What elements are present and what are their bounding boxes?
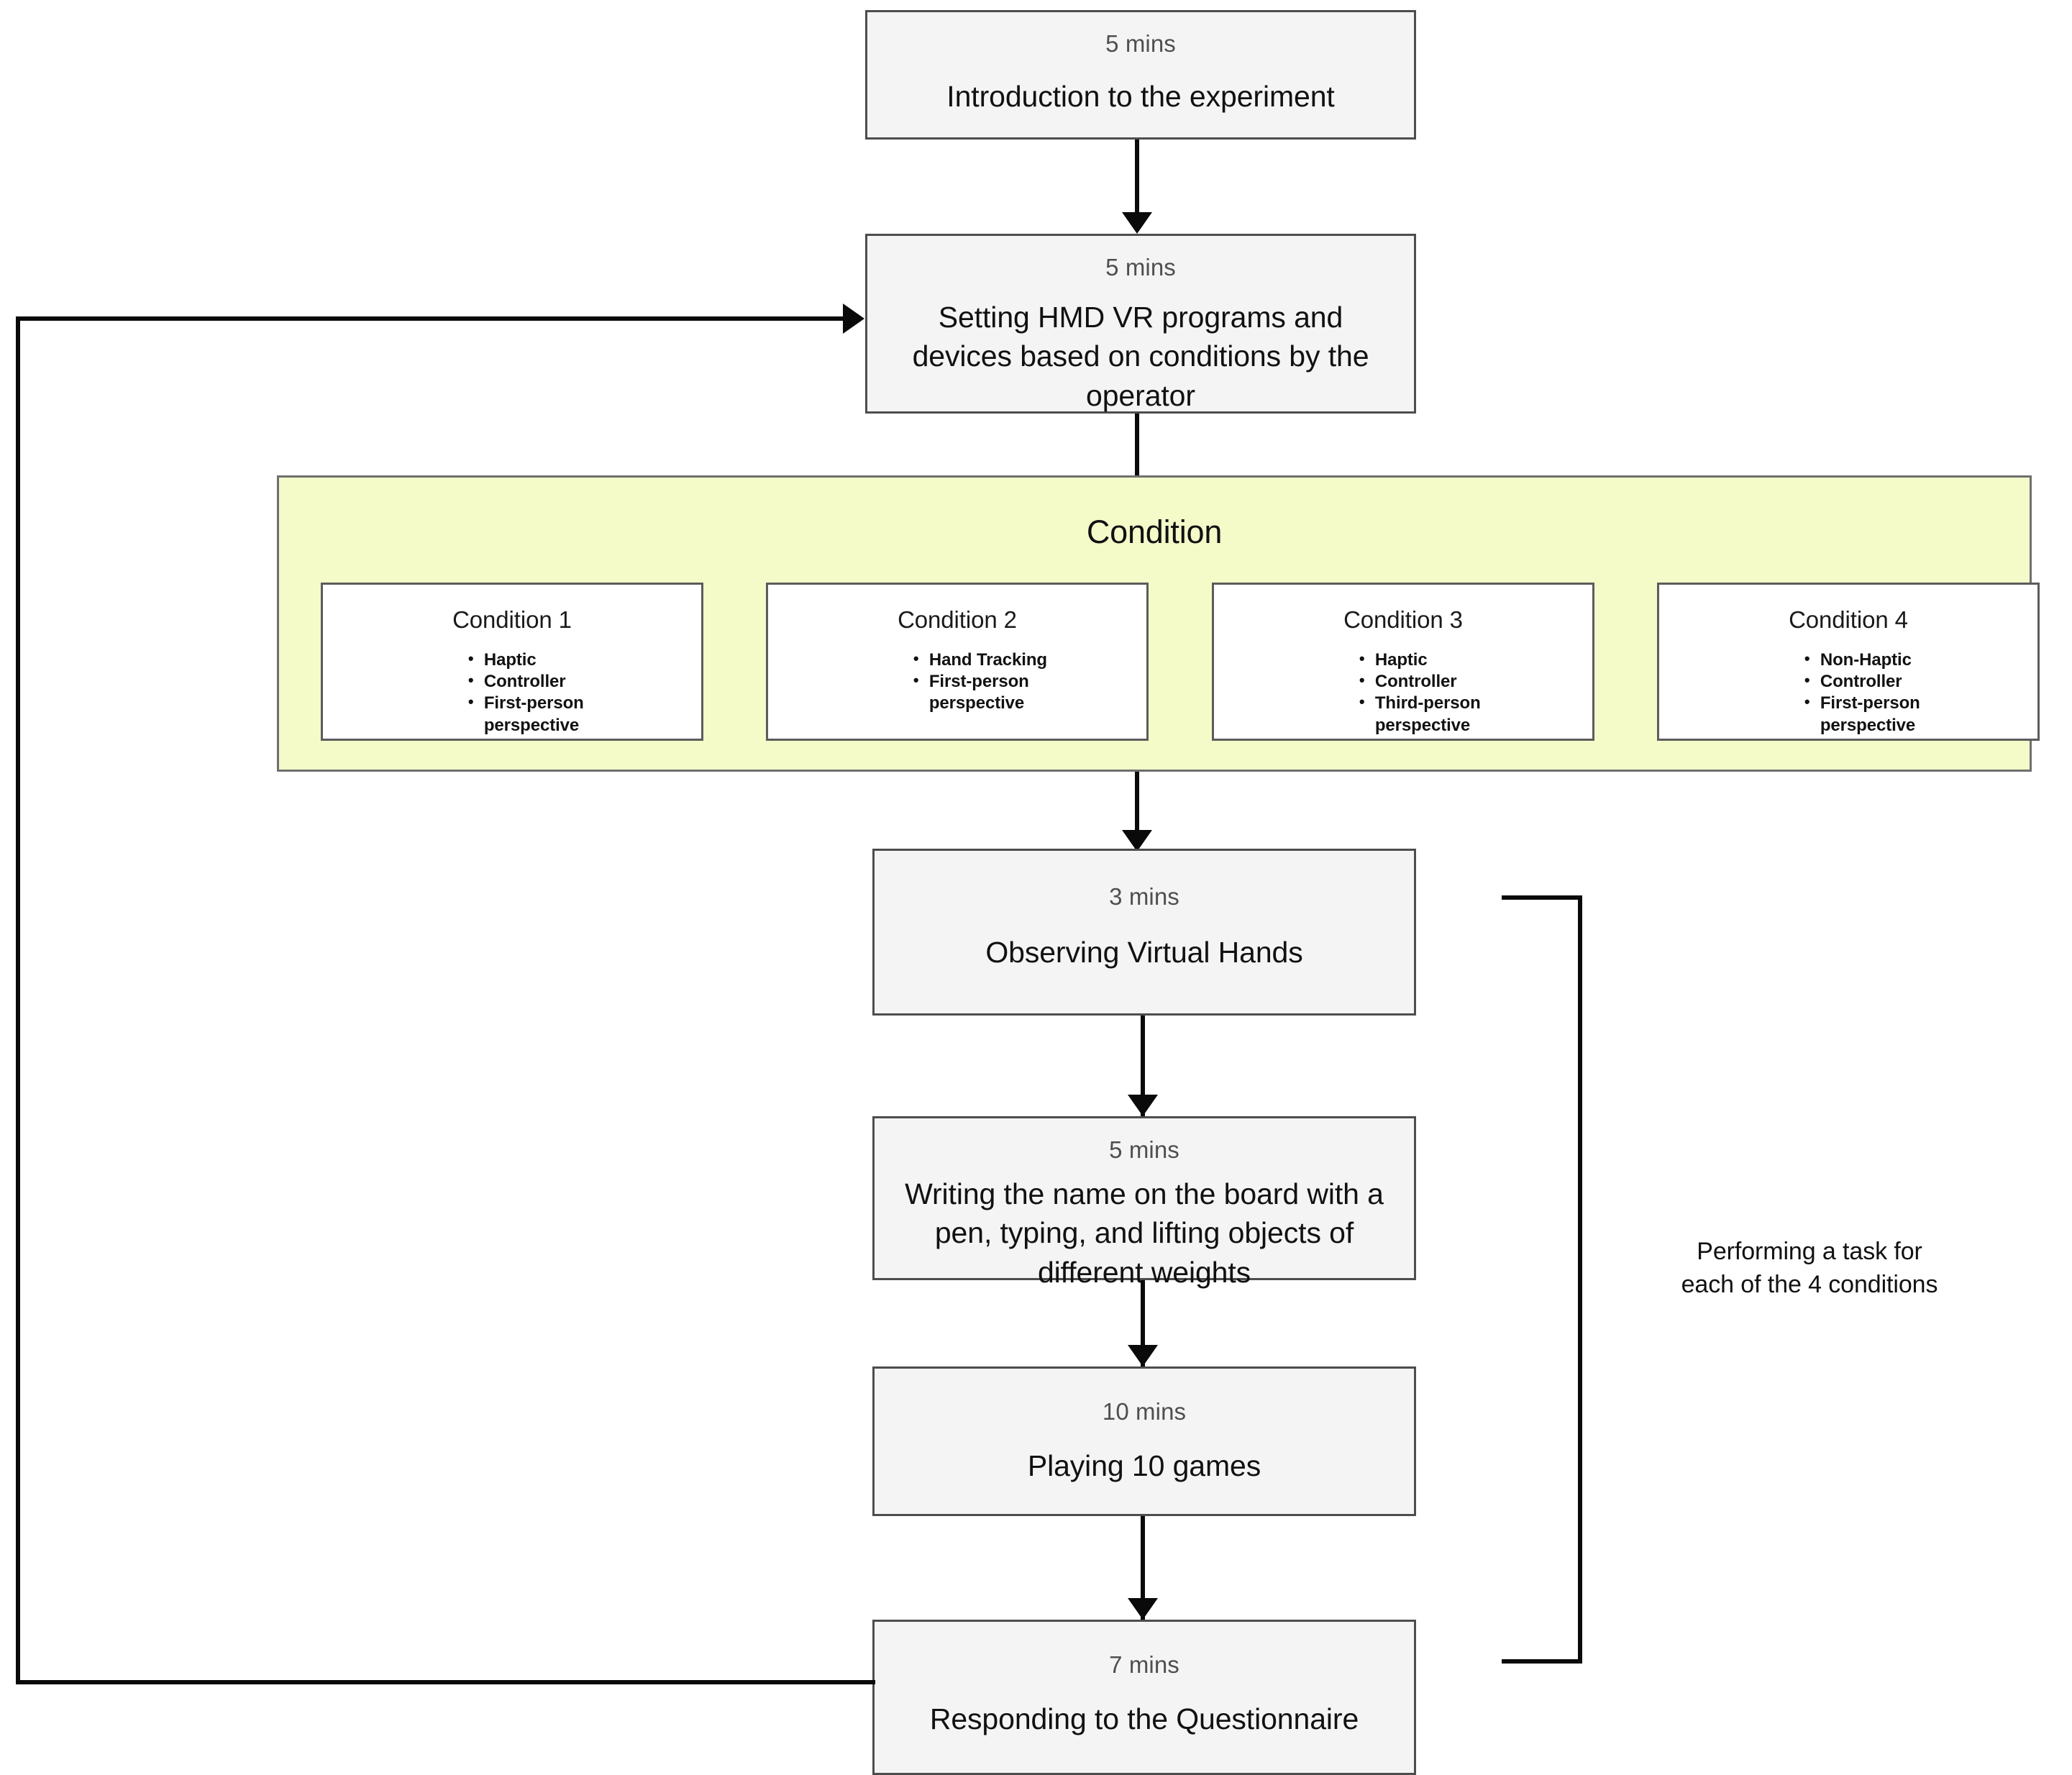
connector-step3-to-step4 [1141, 1016, 1145, 1116]
step-label: Observing Virtual Hands [985, 936, 1303, 969]
step-duration: 10 mins [1102, 1398, 1187, 1425]
task-repeat-annotation-line2: each of the 4 conditions [1681, 1270, 1938, 1298]
condition-bullet: Controller [467, 670, 566, 693]
condition-group: Condition Condition 1 Haptic Controller … [277, 475, 2040, 772]
task-repeat-annotation: Performing a task for each of the 4 cond… [1644, 1236, 1975, 1301]
condition-bullet-list: Non-Haptic Controller First-person persp… [1659, 649, 2037, 736]
flow-step-setting-hmd[interactable]: 5 mins Setting HMD VR programs and devic… [865, 234, 1416, 414]
condition-bullet-list: Haptic Controller First-person perspecti… [323, 649, 701, 736]
step-duration: 3 mins [1109, 883, 1179, 910]
condition-bullet: First-person perspective [1803, 692, 1964, 736]
flow-step-observing-hands[interactable]: 3 mins Observing Virtual Hands [872, 849, 1416, 1016]
arrowhead-feedback-loop-to-step2 [843, 304, 864, 334]
condition-bullet: Haptic [1358, 649, 1428, 671]
step-label: Writing the name on the board with a pen… [905, 1177, 1384, 1289]
bracket-bottom-segment [1502, 1659, 1582, 1664]
condition-bullet: Haptic [467, 649, 537, 671]
step-label: Setting HMD VR programs and devices base… [912, 301, 1369, 412]
bracket-vertical-segment [1578, 895, 1582, 1664]
condition-bullet-list: Hand Tracking First-person perspective [768, 649, 1146, 715]
bracket-top-segment [1502, 895, 1582, 900]
flow-step-writing-typing-lifting[interactable]: 5 mins Writing the name on the board wit… [872, 1116, 1416, 1289]
arrowhead-step3-to-step4 [1128, 1095, 1158, 1116]
condition-card-2[interactable]: Condition 2 Hand Tracking First-person p… [766, 583, 1149, 741]
arrowhead-condition-to-step3 [1122, 830, 1152, 852]
condition-card-1[interactable]: Condition 1 Haptic Controller First-pers… [321, 583, 703, 741]
condition-bullet: Non-Haptic [1803, 649, 1912, 671]
flow-step-playing-games[interactable]: 10 mins Playing 10 games [872, 1366, 1416, 1516]
flow-step-questionnaire[interactable]: 7 mins Responding to the Questionnaire [872, 1620, 1416, 1775]
condition-bullet: First-person perspective [467, 692, 628, 736]
condition-group-title: Condition [1086, 514, 1223, 550]
arrowhead-step1-to-step2 [1122, 212, 1152, 234]
step-label: Playing 10 games [1027, 1449, 1261, 1483]
condition-card-title: Condition 1 [452, 606, 572, 633]
condition-bullet-list: Haptic Controller Third-person perspecti… [1214, 649, 1592, 736]
feedback-loop-bottom-segment [16, 1680, 875, 1684]
connector-step1-to-step2 [1135, 140, 1139, 230]
condition-card-title: Condition 2 [898, 606, 1017, 633]
condition-bullet: First-person perspective [912, 670, 1073, 714]
connector-step4-to-step5 [1141, 1280, 1145, 1366]
step-label: Introduction to the experiment [946, 80, 1335, 114]
task-repeat-annotation-line1: Performing a task for [1697, 1238, 1922, 1265]
connector-step5-to-step6 [1141, 1516, 1145, 1620]
condition-card-4[interactable]: Condition 4 Non-Haptic Controller First-… [1657, 583, 2040, 741]
flow-step-introduction[interactable]: 5 mins Introduction to the experiment [865, 10, 1416, 140]
arrowhead-step4-to-step5 [1128, 1345, 1158, 1366]
condition-card-3[interactable]: Condition 3 Haptic Controller Third-pers… [1212, 583, 1594, 741]
feedback-loop-left-segment [16, 316, 20, 1684]
condition-bullet: Hand Tracking [912, 649, 1047, 671]
step-duration: 5 mins [1109, 1136, 1179, 1163]
connector-condition-to-step3 [1135, 772, 1139, 851]
condition-card-title: Condition 4 [1789, 606, 1908, 633]
step-label: Responding to the Questionnaire [929, 1702, 1359, 1736]
arrowhead-step5-to-step6 [1128, 1598, 1158, 1620]
condition-bullet: Controller [1803, 670, 1902, 693]
condition-bullet: Controller [1358, 670, 1457, 693]
step-duration: 7 mins [1109, 1651, 1179, 1678]
condition-card-title: Condition 3 [1343, 606, 1463, 633]
step-duration: 5 mins [1105, 254, 1176, 280]
condition-bullet: Third-person perspective [1358, 692, 1519, 736]
step-duration: 5 mins [1105, 30, 1176, 57]
connector-step2-to-condition [1135, 414, 1139, 477]
feedback-loop-top-segment [16, 316, 843, 321]
